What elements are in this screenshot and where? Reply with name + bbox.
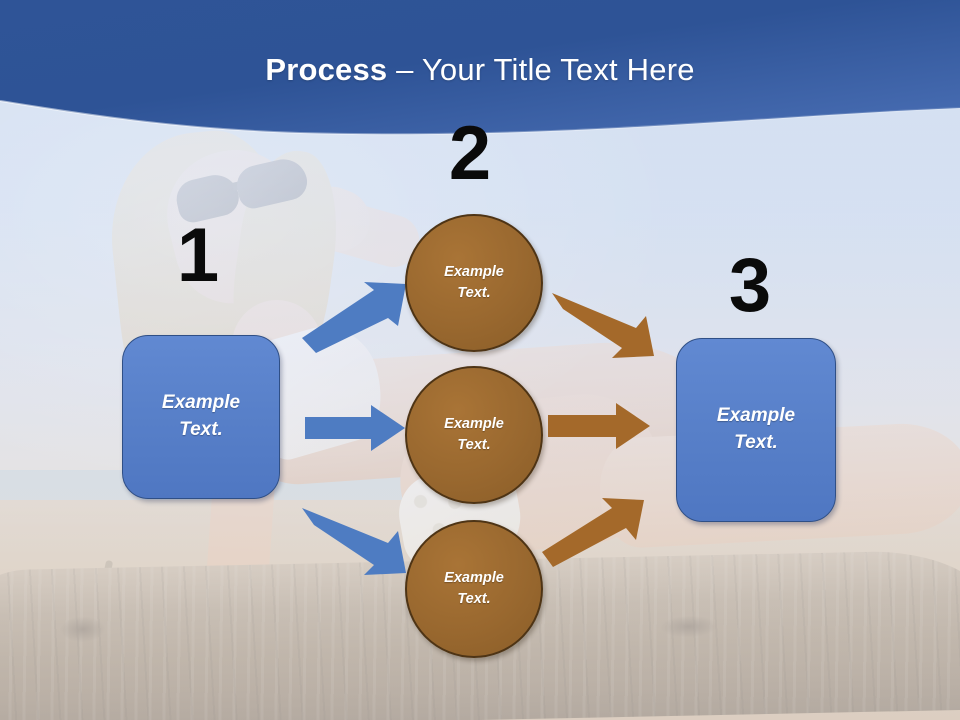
step-3-box-label: Example Text. bbox=[717, 403, 795, 457]
step-2-bottom-line2: Text. bbox=[457, 591, 491, 607]
arrow-step1-to-circle-bottom bbox=[302, 503, 410, 575]
step-2-circle-bottom-label: Example Text. bbox=[444, 568, 504, 609]
step-2-circle-middle-label: Example Text. bbox=[444, 414, 504, 455]
step-3-label-line2: Text. bbox=[734, 432, 778, 453]
step-3-box[interactable]: Example Text. bbox=[676, 338, 836, 522]
arrow-step1-to-circle-top bbox=[302, 282, 410, 354]
step-2-top-line2: Text. bbox=[457, 285, 491, 301]
step-number-3: 3 bbox=[728, 243, 772, 328]
arrow-step1-to-circle-middle bbox=[305, 405, 405, 451]
arrow-circle-top-to-step3 bbox=[552, 288, 660, 358]
arrow-circle-middle-to-step3 bbox=[548, 403, 650, 449]
step-2-circle-top-label: Example Text. bbox=[444, 262, 504, 303]
step-1-label-line1: Example bbox=[161, 392, 241, 414]
step-2-top-line1: Example bbox=[444, 264, 504, 281]
step-number-1: 1 bbox=[176, 213, 220, 298]
step-1-label-line2: Text. bbox=[179, 419, 223, 440]
step-1-box[interactable]: Example Text. bbox=[122, 335, 280, 499]
slide-title: Process – Your Title Text Here bbox=[0, 52, 960, 88]
slide-title-rest: – Your Title Text Here bbox=[387, 52, 695, 87]
slide-title-bold: Process bbox=[265, 52, 388, 87]
step-1-box-label: Example Text. bbox=[162, 390, 240, 444]
arrow-circle-bottom-to-step3 bbox=[542, 498, 650, 568]
step-2-circle-top[interactable]: Example Text. bbox=[405, 214, 543, 352]
step-2-middle-line1: Example bbox=[444, 416, 504, 433]
step-3-label-line1: Example bbox=[716, 405, 796, 427]
step-2-circle-middle[interactable]: Example Text. bbox=[405, 366, 543, 504]
step-2-middle-line2: Text. bbox=[457, 437, 491, 453]
step-2-circle-bottom[interactable]: Example Text. bbox=[405, 520, 543, 658]
step-number-2: 2 bbox=[448, 111, 492, 196]
header-banner bbox=[0, 0, 960, 160]
step-2-bottom-line1: Example bbox=[444, 570, 504, 587]
